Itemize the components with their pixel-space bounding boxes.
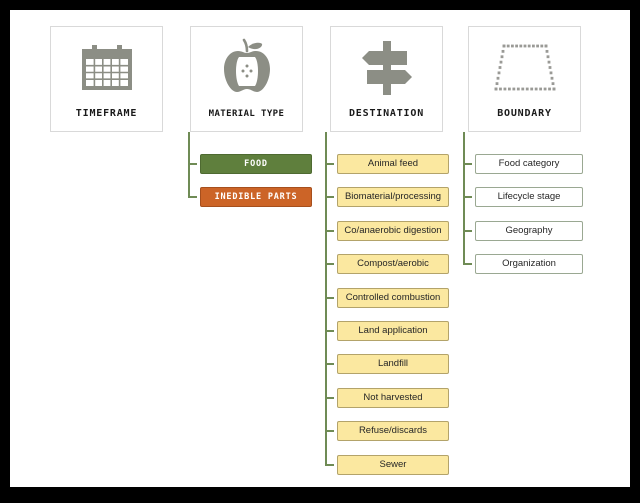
connector-stub <box>463 163 472 165</box>
connector-stub <box>325 196 334 199</box>
item-box[interactable]: INEDIBLE PARTS <box>200 187 312 208</box>
connector-stub <box>325 229 334 232</box>
connector-stub <box>325 363 334 366</box>
item-box[interactable]: Geography <box>475 220 583 241</box>
calendar-icon <box>81 45 132 90</box>
connector-stub <box>325 263 334 266</box>
item-box[interactable]: Landfill <box>337 354 449 375</box>
item-box[interactable]: Controlled combustion <box>337 287 449 308</box>
connector-stub <box>188 163 197 165</box>
card-title-timeframe: TIMEFRAME <box>75 108 138 119</box>
item-box[interactable]: Compost/aerobic <box>337 254 449 275</box>
header-card-material-type[interactable]: MATERIAL TYPE <box>190 26 303 132</box>
signpost-icon <box>361 41 412 95</box>
item-box[interactable]: Lifecycle stage <box>475 187 583 208</box>
signpost-icon-wrap <box>331 33 442 103</box>
connector-stub <box>325 163 334 165</box>
item-box[interactable]: Not harvested <box>337 387 449 408</box>
apple-core-icon <box>223 38 270 92</box>
item-box[interactable]: Food category <box>475 154 583 174</box>
card-title-boundary: BOUNDARY <box>497 108 552 119</box>
apple-core-icon-wrap <box>191 33 302 103</box>
connector-stub <box>463 263 472 266</box>
calendar-icon-wrap <box>51 33 162 103</box>
connector-stub <box>188 196 197 199</box>
dotted-trapezoid-icon <box>494 44 555 91</box>
connector-stub <box>325 296 334 299</box>
header-card-timeframe[interactable]: TIMEFRAME <box>50 26 163 132</box>
dotted-trapezoid-icon-wrap <box>469 33 580 103</box>
item-box[interactable]: Land application <box>337 321 449 341</box>
connector-stub <box>325 330 334 332</box>
item-box[interactable]: Animal feed <box>337 154 449 174</box>
connector-stub <box>463 196 472 199</box>
card-title-destination: DESTINATION <box>348 108 425 119</box>
item-box[interactable]: Co/anaerobic digestion <box>337 220 449 241</box>
header-card-boundary[interactable]: BOUNDARY <box>468 26 581 132</box>
card-title-material-type: MATERIAL TYPE <box>208 109 285 119</box>
diagram-canvas: TIMEFRAME MATERIAL TYPE FOOD INEDIBLE PARTS… <box>10 10 630 487</box>
item-box[interactable]: Organization <box>475 254 583 275</box>
item-box[interactable]: Biomaterial/processing <box>337 187 449 208</box>
connector-stub <box>325 396 334 399</box>
header-card-destination[interactable]: DESTINATION <box>330 26 443 132</box>
item-box[interactable]: Sewer <box>337 454 449 475</box>
connector-stub <box>325 430 334 433</box>
connector-stub <box>325 463 334 466</box>
item-box[interactable]: FOOD <box>200 154 312 174</box>
item-box[interactable]: Refuse/discards <box>337 421 449 442</box>
connector-stub <box>463 229 472 232</box>
